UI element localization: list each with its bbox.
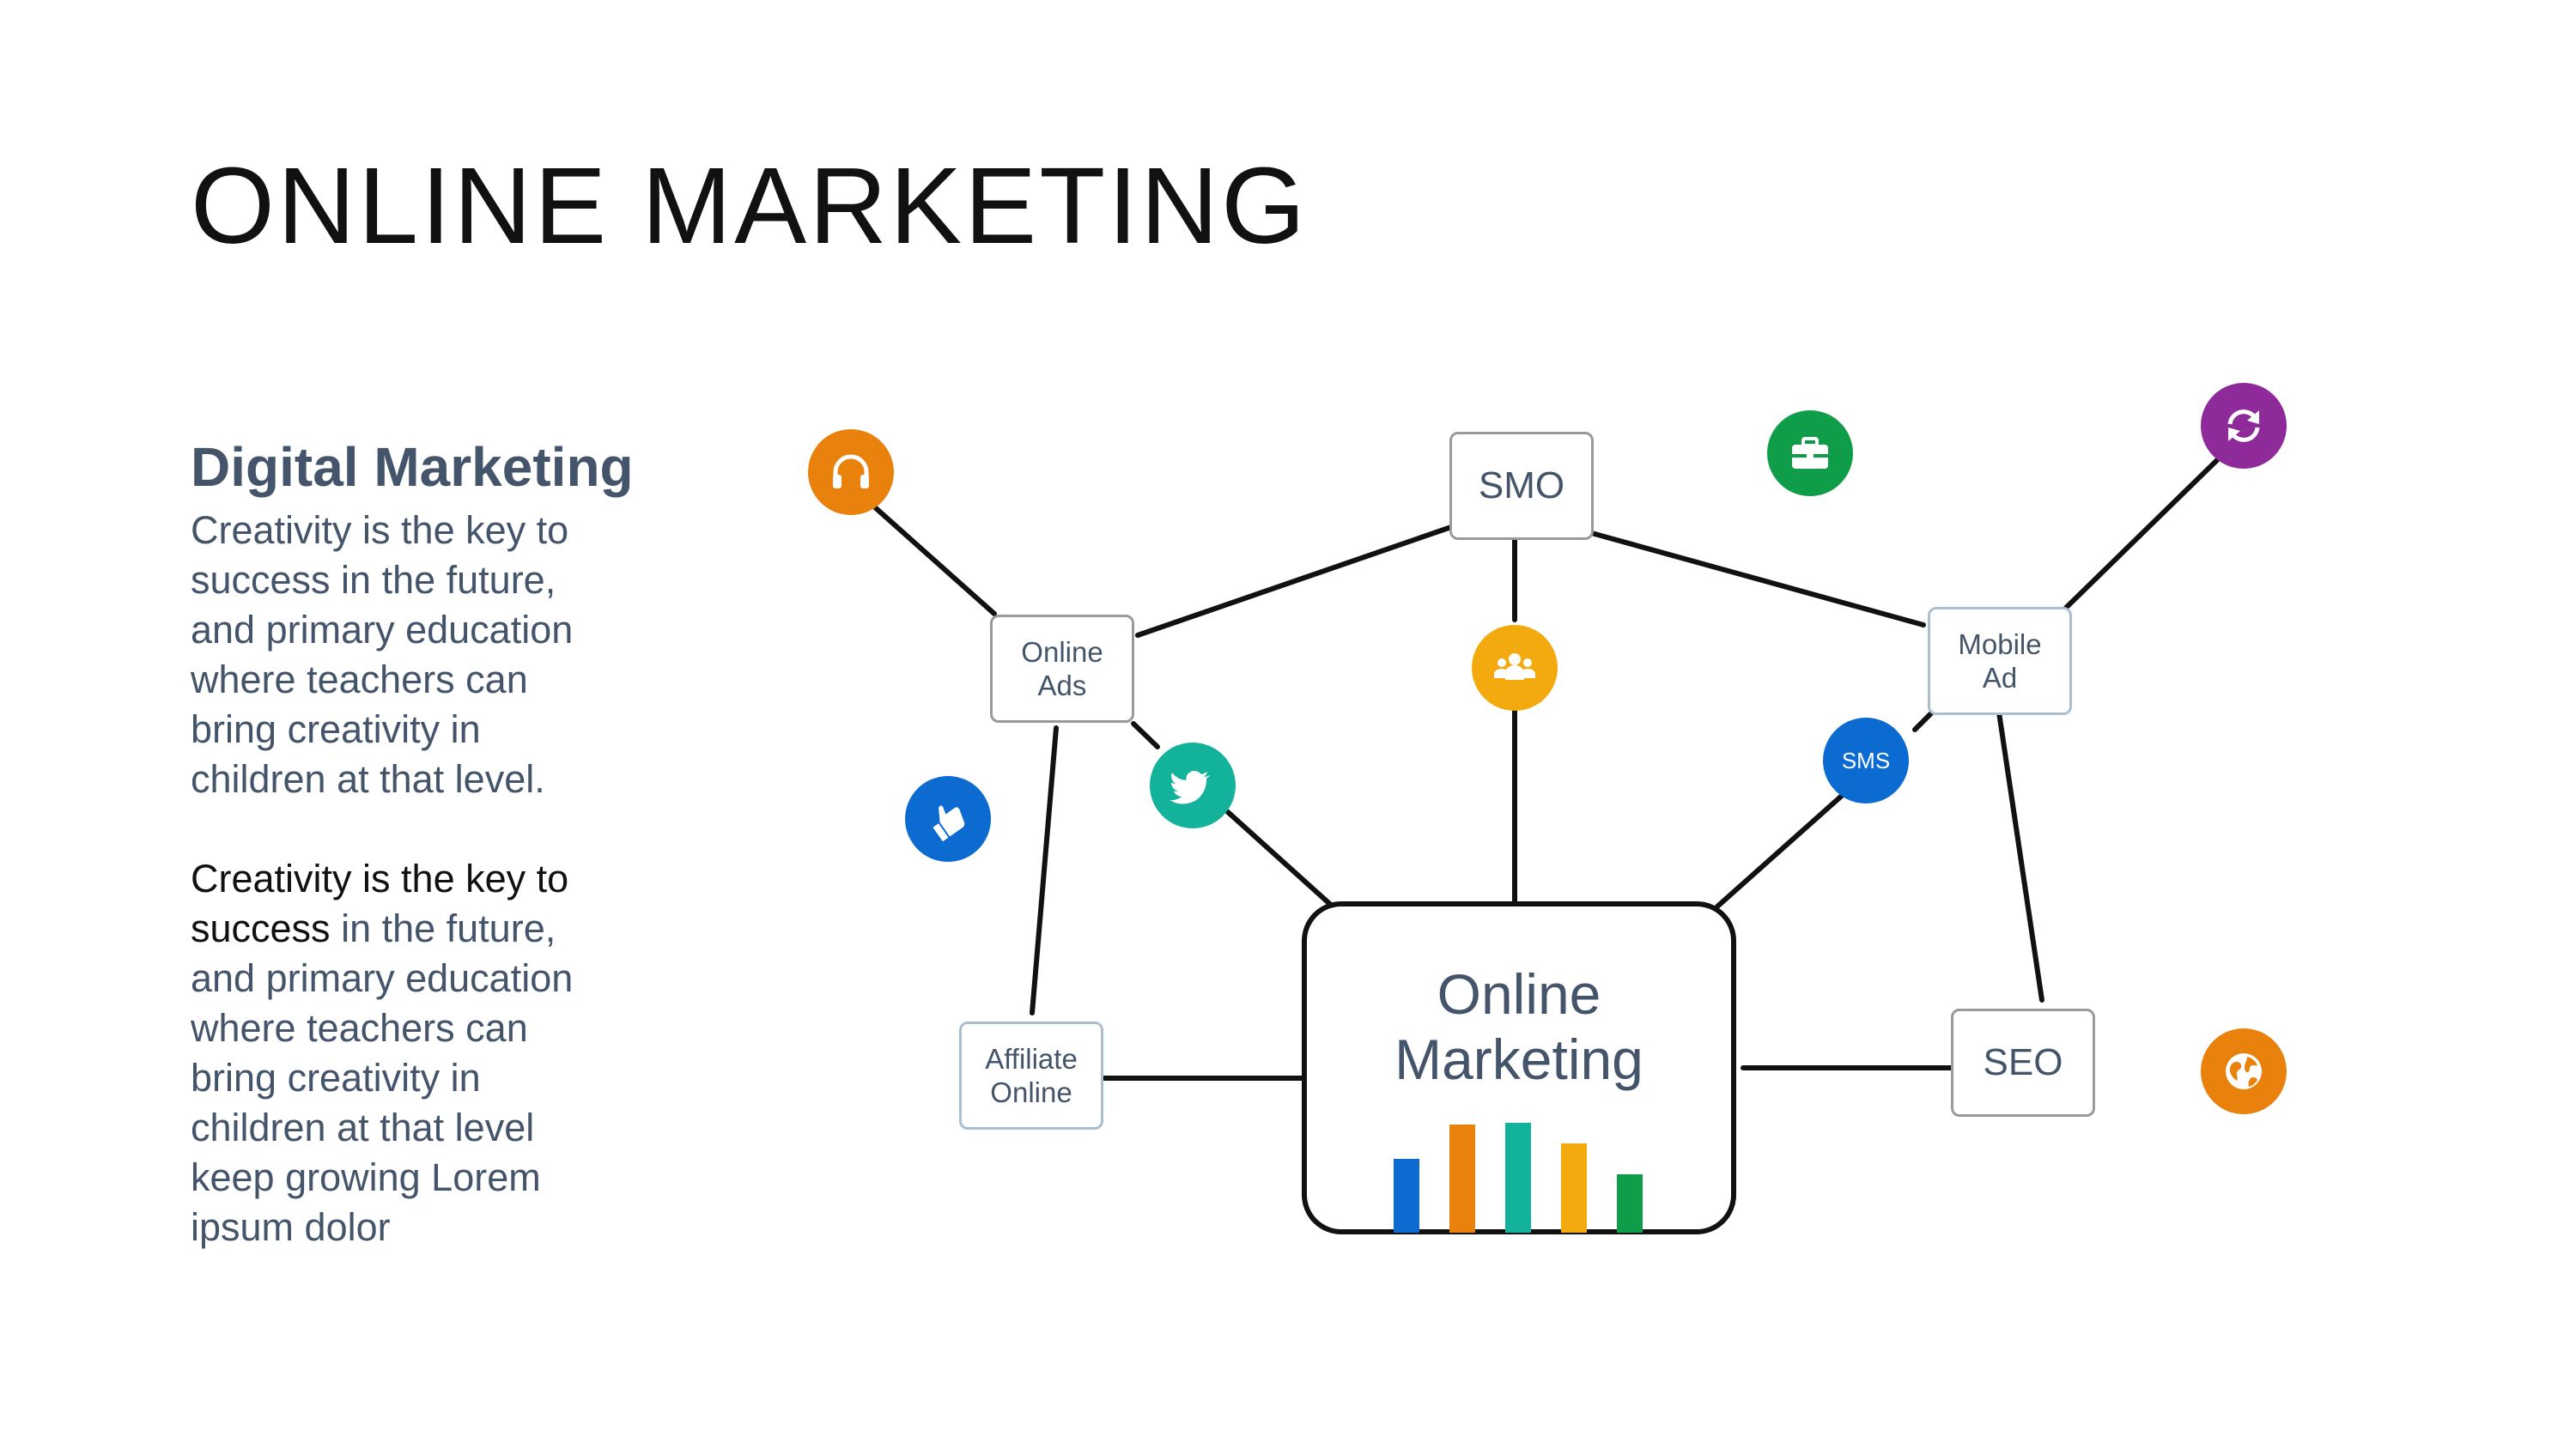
center-bar-chart-icon	[1394, 1123, 1643, 1233]
line-headphones-online-ads	[873, 506, 997, 616]
node-online-ads-label: Online Ads	[1021, 636, 1103, 701]
node-affiliate-online[interactable]: Affiliate Online	[959, 1022, 1103, 1130]
center-online-marketing[interactable]: Online Marketing	[1302, 901, 1736, 1234]
node-smo[interactable]: SMO	[1449, 432, 1594, 540]
line-mobile-ad-refresh	[2063, 458, 2220, 610]
briefcase-icon	[1767, 410, 1853, 496]
sms-icon: SMS	[1823, 718, 1909, 803]
center-bar-3	[1505, 1123, 1531, 1233]
line-online-ads-affiliate	[1030, 725, 1059, 1016]
globe-icon	[2201, 1028, 2287, 1114]
line-mobile-ad-sms	[1912, 710, 1935, 732]
line-online-ads-twitter	[1131, 721, 1160, 749]
node-online-ads[interactable]: Online Ads	[990, 615, 1134, 723]
headphones-icon	[808, 429, 894, 515]
thumbs-up-icon	[905, 776, 991, 862]
twitter-icon	[1150, 743, 1236, 828]
sidebar-paragraph-2: Creativity is the key to success in the …	[191, 854, 671, 1252]
node-mobile-ad-label: Mobile Ad	[1958, 628, 2042, 694]
node-affiliate-online-label: Affiliate Online	[985, 1043, 1078, 1108]
line-smo-mobile-ad	[1586, 530, 1926, 627]
center-bar-4	[1561, 1143, 1587, 1233]
center-bar-2	[1449, 1125, 1475, 1233]
node-seo[interactable]: SEO	[1951, 1009, 2095, 1117]
center-bar-1	[1394, 1159, 1419, 1233]
line-online-ads-smo	[1135, 524, 1454, 638]
node-seo-label: SEO	[1983, 1041, 2063, 1083]
line-twitter-center	[1225, 809, 1335, 909]
center-bar-5	[1617, 1174, 1643, 1233]
sidebar-heading: Digital Marketing	[191, 436, 634, 498]
refresh-icon	[2201, 383, 2287, 469]
sms-label: SMS	[1841, 747, 1891, 773]
sidebar-text: Digital Marketing Creativity is the key …	[191, 434, 671, 1252]
page-title: ONLINE MARKETING	[191, 145, 1309, 266]
sidebar-paragraph-2-emphasis: Creativity is the key to success	[191, 856, 569, 950]
sidebar-paragraph-1: Creativity is the key to success in the …	[191, 507, 574, 801]
line-mobile-ad-seo	[1996, 710, 2044, 1003]
group-icon	[1472, 625, 1558, 711]
line-sms-center	[1715, 792, 1845, 909]
sidebar-paragraph-2-rest: in the future, and primary education whe…	[191, 906, 574, 1249]
center-label: Online Marketing	[1394, 962, 1643, 1091]
node-smo-label: SMO	[1478, 464, 1565, 506]
node-mobile-ad[interactable]: Mobile Ad	[1928, 607, 2072, 715]
